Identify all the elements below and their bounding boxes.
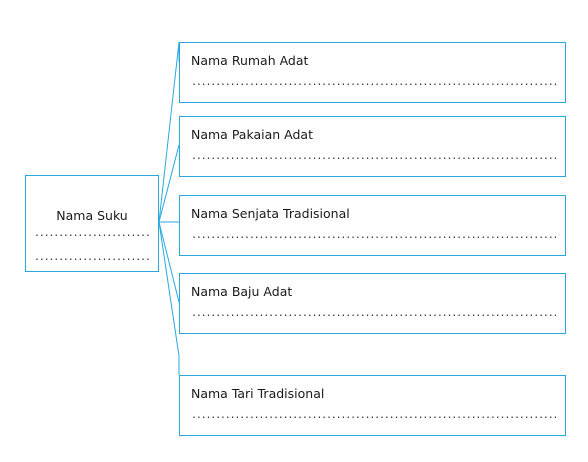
item-box-rumah-adat: Nama Rumah Adat ........................…: [179, 42, 566, 103]
item-label-senjata-tradisional: Nama Senjata Tradisional: [191, 206, 350, 221]
item-box-tari-tradisional: Nama Tari Tradisional ..................…: [179, 375, 566, 436]
item-box-baju-adat: Nama Baju Adat .........................…: [179, 273, 566, 334]
center-blank-line-2[interactable]: ...............................: [34, 252, 152, 263]
center-blank-line-1[interactable]: ...............................: [34, 228, 152, 239]
item-blank-rumah-adat[interactable]: ........................................…: [191, 77, 556, 88]
item-blank-senjata-tradisional[interactable]: ........................................…: [191, 230, 556, 241]
item-box-senjata-tradisional: Nama Senjata Tradisional ...............…: [179, 195, 566, 256]
center-box-nama-suku: Nama Suku ..............................…: [25, 175, 159, 272]
connector-baju-adat: [158, 221, 180, 303]
item-box-pakaian-adat: Nama Pakaian Adat ......................…: [179, 116, 566, 177]
item-label-baju-adat: Nama Baju Adat: [191, 284, 293, 299]
connector-rumah-adat: [158, 41, 180, 223]
connector-pakaian-adat: [158, 144, 180, 223]
center-label: Nama Suku: [56, 208, 128, 223]
item-label-pakaian-adat: Nama Pakaian Adat: [191, 127, 313, 142]
item-label-rumah-adat: Nama Rumah Adat: [191, 53, 309, 68]
item-label-tari-tradisional: Nama Tari Tradisional: [191, 386, 325, 401]
item-blank-tari-tradisional[interactable]: ........................................…: [191, 410, 556, 421]
item-blank-baju-adat[interactable]: ........................................…: [191, 308, 556, 319]
item-blank-pakaian-adat[interactable]: ........................................…: [191, 151, 556, 162]
connector-tari-tradisional: [158, 221, 180, 357]
